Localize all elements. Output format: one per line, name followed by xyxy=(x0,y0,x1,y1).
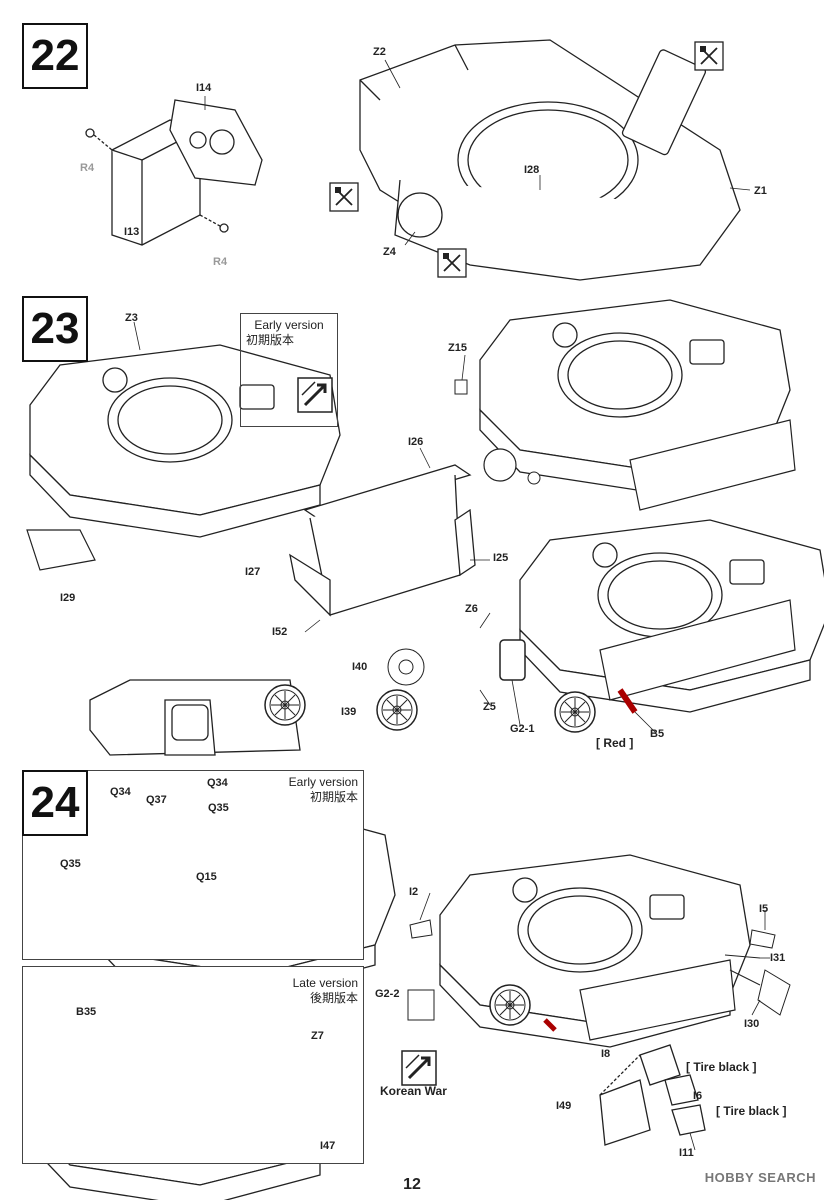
early-version-label-24: Early version 初期版本 xyxy=(250,775,358,805)
early-version-jp: 初期版本 xyxy=(246,333,295,347)
part-label-Q37: Q37 xyxy=(146,794,167,806)
late-version-label: Late version 後期版本 xyxy=(250,976,358,1006)
korean-war-note: Korean War xyxy=(380,1084,447,1098)
part-label-Z15: Z15 xyxy=(448,342,467,354)
page-number: 12 xyxy=(403,1176,421,1193)
part-label-G2-2: G2-2 xyxy=(375,988,400,1000)
part-label-Z6: Z6 xyxy=(465,603,478,615)
late-version-jp: 後期版本 xyxy=(309,991,358,1005)
step23-rear-view xyxy=(89,679,301,756)
part-label-I13: I13 xyxy=(124,226,140,238)
watermark: HOBBY SEARCH xyxy=(704,1170,816,1185)
part-label-Z3: Z3 xyxy=(125,312,138,324)
part-label-I8: I8 xyxy=(601,1048,611,1060)
part-label-Q15: Q15 xyxy=(196,871,217,883)
part-label-I11: I11 xyxy=(679,1147,694,1159)
part-label-I14: I14 xyxy=(196,82,212,94)
part-label-Q34-right: Q34 xyxy=(207,777,228,789)
part-label-I49: I49 xyxy=(556,1100,572,1112)
part-label-Q35-right: Q35 xyxy=(208,802,229,814)
part-label-I31: I31 xyxy=(770,952,786,964)
early-version-en: Early version xyxy=(254,318,324,332)
early-version-en-24: Early version xyxy=(288,775,358,789)
part-label-I39: I39 xyxy=(341,706,357,718)
part-label-R4-top: R4 xyxy=(80,162,95,174)
late-version-en: Late version xyxy=(292,976,358,990)
early-version-label-23: Early version 初期版本 xyxy=(246,318,332,348)
part-label-I30: I30 xyxy=(744,1018,760,1030)
part-label-I2: I2 xyxy=(409,886,419,898)
part-label-I25: I25 xyxy=(493,552,509,564)
step22-track-guard xyxy=(85,99,263,246)
part-label-I27: I27 xyxy=(245,566,261,578)
part-label-Q35-left: Q35 xyxy=(60,858,81,870)
part-label-Q34-left: Q34 xyxy=(110,786,131,798)
part-label-R4-bottom: R4 xyxy=(213,256,228,268)
early-version-jp-24: 初期版本 xyxy=(309,790,358,804)
part-label-B5: B5 xyxy=(650,728,665,740)
part-label-I52: I52 xyxy=(272,626,288,638)
tire-black-note-2: [ Tire black ] xyxy=(716,1104,787,1118)
part-label-I26: I26 xyxy=(408,436,424,448)
part-label-I29: I29 xyxy=(60,592,76,604)
part-label-G2-1: G2-1 xyxy=(510,723,535,735)
part-label-B35: B35 xyxy=(76,1006,97,1018)
part-label-I28: I28 xyxy=(524,164,540,176)
step24-late-frame xyxy=(22,966,364,1164)
step-23-number: 23 xyxy=(22,296,88,362)
part-label-Z1: Z1 xyxy=(754,185,767,197)
color-note-red: [ Red ] xyxy=(596,736,634,750)
part-label-I5: I5 xyxy=(759,903,769,915)
part-label-Z7: Z7 xyxy=(311,1030,324,1042)
step23-early-inset xyxy=(240,313,338,427)
part-label-Z4: Z4 xyxy=(383,246,396,258)
part-label-I40: I40 xyxy=(352,661,368,673)
tire-black-note-1: [ Tire black ] xyxy=(686,1060,757,1074)
step22-hull xyxy=(359,39,741,281)
step-22-number: 22 xyxy=(22,23,88,89)
part-label-I6: I6 xyxy=(693,1090,703,1102)
part-label-I47: I47 xyxy=(320,1140,336,1152)
part-label-Z2: Z2 xyxy=(373,46,386,58)
step-24-number: 24 xyxy=(22,770,88,836)
part-label-Z5: Z5 xyxy=(483,701,496,713)
step23-fenders xyxy=(289,464,476,617)
tire-parts xyxy=(599,1044,706,1146)
